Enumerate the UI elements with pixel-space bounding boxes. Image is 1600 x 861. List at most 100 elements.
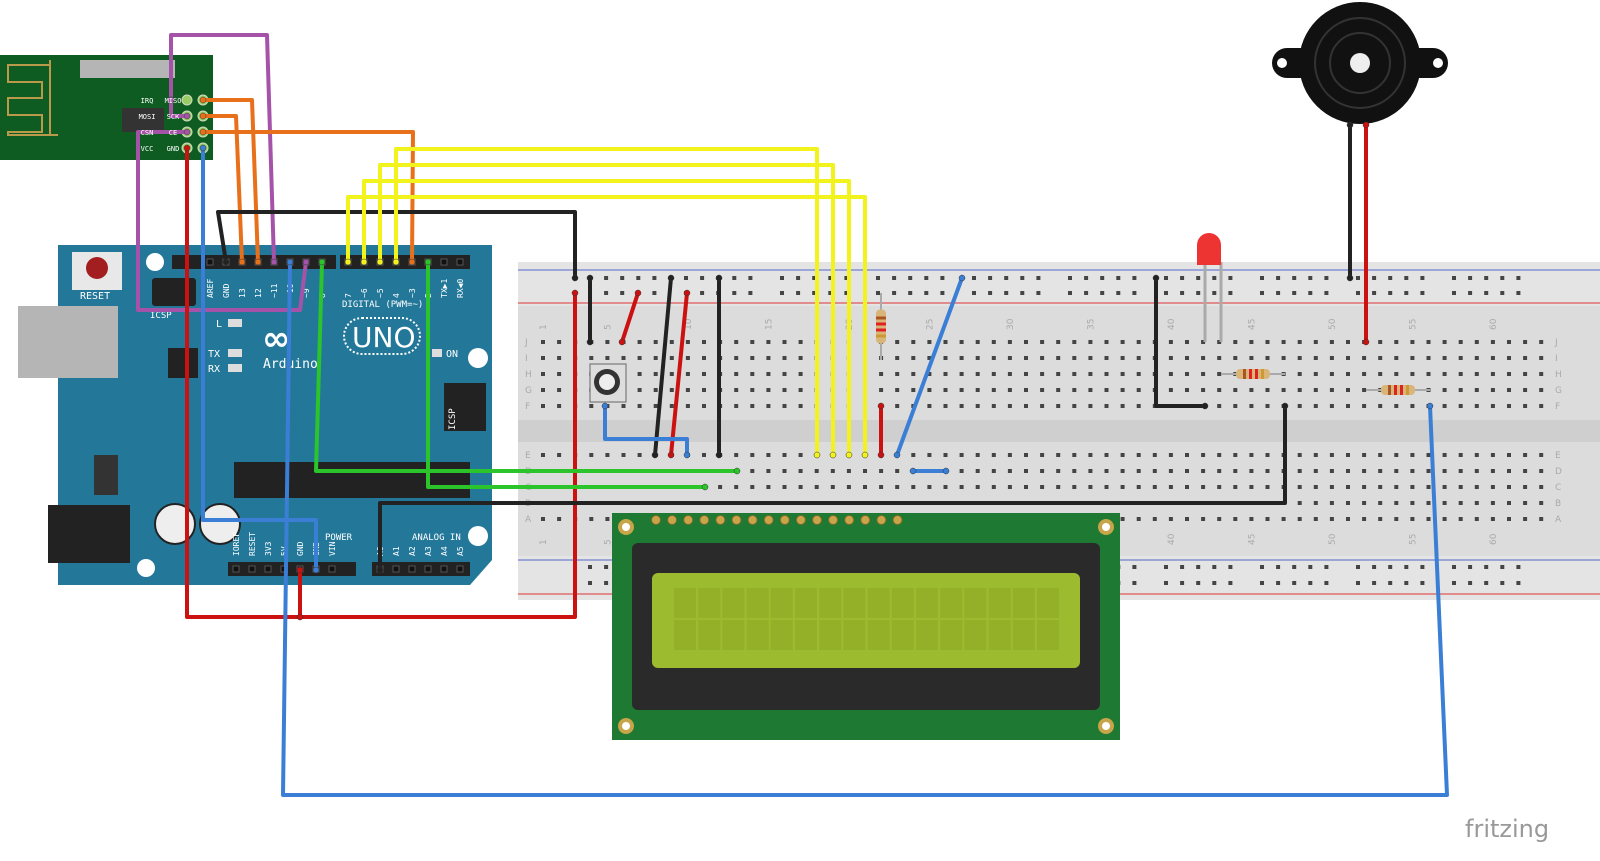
- breadboard-hole: [1056, 485, 1061, 489]
- lcd-character-cell: [795, 588, 817, 618]
- led-label: RX: [208, 364, 220, 375]
- rail-hole: [988, 276, 993, 280]
- rail-hole: [1388, 565, 1393, 569]
- breadboard-hole: [1313, 340, 1318, 344]
- wire-end: [296, 566, 304, 574]
- breadboard-hole: [1539, 453, 1544, 457]
- rail-hole: [1420, 581, 1425, 585]
- lcd-character-cell: [988, 588, 1011, 618]
- rail-hole: [588, 565, 592, 569]
- breadboard-hole: [1088, 404, 1093, 408]
- blue-wire: [603, 404, 689, 457]
- breadboard-hole: [1152, 517, 1157, 521]
- breadboard-hole: [718, 485, 723, 489]
- rail-hole: [1500, 581, 1505, 585]
- breadboard-hole: [1233, 517, 1238, 521]
- rail-hole: [1500, 565, 1505, 569]
- rail-hole: [604, 291, 609, 295]
- breadboard-hole: [1168, 485, 1173, 489]
- breadboard-hole: [1490, 372, 1495, 376]
- breadboard-hole: [1442, 404, 1447, 408]
- digital-pin-label: 4: [392, 293, 401, 298]
- rail-hole: [892, 276, 897, 280]
- breadboard-hole: [750, 388, 755, 392]
- rail-hole: [1372, 291, 1377, 295]
- breadboard-hole: [702, 453, 706, 457]
- breadboard-hole: [1329, 388, 1334, 392]
- breadboard-hole: [814, 485, 819, 489]
- rail-hole: [1068, 291, 1072, 295]
- wire-end: [701, 483, 709, 491]
- breadboard-hole: [1249, 388, 1254, 392]
- breadboard-hole: [1056, 404, 1061, 408]
- breadboard-hole: [1346, 517, 1350, 521]
- lcd-pin: [651, 515, 661, 525]
- breadboard-hole: [943, 388, 948, 392]
- mount-hole-center: [1102, 523, 1110, 531]
- column-number: 45: [1247, 319, 1257, 330]
- breadboard-hole: [1217, 340, 1222, 344]
- breadboard-hole: [1458, 453, 1463, 457]
- rail-hole: [620, 276, 625, 280]
- breadboard-hole: [943, 372, 948, 376]
- breadboard-hole: [1249, 340, 1254, 344]
- breadboard-hole: [1523, 453, 1528, 457]
- breadboard-hole: [1442, 340, 1447, 344]
- breadboard-hole: [1072, 453, 1077, 457]
- breadboard-hole: [1539, 501, 1544, 505]
- analog-pin: [440, 565, 448, 573]
- breadboard-hole: [959, 469, 964, 473]
- breadboard-hole: [1265, 388, 1270, 392]
- breadboard-hole: [1426, 453, 1431, 457]
- resistor-band: [1388, 385, 1391, 395]
- breadboard-hole: [814, 469, 819, 473]
- row-letter: G: [1555, 386, 1562, 396]
- breadboard-hole: [1136, 485, 1141, 489]
- breadboard-hole: [1056, 453, 1061, 457]
- breadboard-hole: [1007, 469, 1012, 473]
- breadboard-hole: [1297, 485, 1302, 489]
- wire-end: [634, 289, 642, 297]
- breadboard-hole: [1362, 404, 1367, 408]
- breadboard-hole: [1378, 469, 1383, 473]
- lcd-character-cell: [819, 588, 842, 618]
- breadboard-hole: [1329, 404, 1334, 408]
- wire-end: [715, 274, 723, 282]
- row-letter: H: [1555, 370, 1562, 380]
- breadboard-hole: [653, 404, 658, 408]
- breadboard-hole: [653, 340, 658, 344]
- power-pin: [328, 565, 336, 573]
- breadboard-hole: [1040, 372, 1045, 376]
- rail-hole: [1308, 276, 1313, 280]
- breadboard-hole: [1201, 517, 1206, 521]
- wire-end: [829, 451, 837, 459]
- breadboard-hole: [1233, 340, 1238, 344]
- wire-end: [167, 96, 175, 104]
- breadboard-hole: [541, 404, 545, 408]
- breadboard-hole: [1394, 517, 1399, 521]
- breadboard-hole: [1346, 485, 1350, 489]
- breadboard-hole: [1410, 453, 1415, 457]
- breadboard-hole: [1329, 356, 1334, 360]
- breadboard-hole: [1265, 453, 1270, 457]
- breadboard-hole: [1329, 501, 1334, 505]
- breadboard-hole: [637, 453, 642, 457]
- rail-hole: [1324, 565, 1329, 569]
- breadboard-hole: [1362, 453, 1367, 457]
- breadboard-hole: [589, 356, 594, 360]
- breadboard-hole: [750, 469, 755, 473]
- blue-wire: [895, 276, 964, 457]
- rail-hole: [748, 291, 753, 295]
- wire-end: [733, 467, 741, 475]
- rail-hole: [1372, 565, 1377, 569]
- breadboard-hole: [685, 356, 690, 360]
- breadboard-hole: [1281, 356, 1286, 360]
- breadboard-hole: [1120, 372, 1125, 376]
- rail-hole: [1324, 276, 1329, 280]
- yellow-wire: [394, 147, 819, 457]
- rail-hole: [844, 291, 849, 295]
- rail-hole: [1484, 565, 1489, 569]
- rail-hole: [796, 276, 801, 280]
- rail-hole: [972, 276, 976, 280]
- rail-hole: [1196, 581, 1201, 585]
